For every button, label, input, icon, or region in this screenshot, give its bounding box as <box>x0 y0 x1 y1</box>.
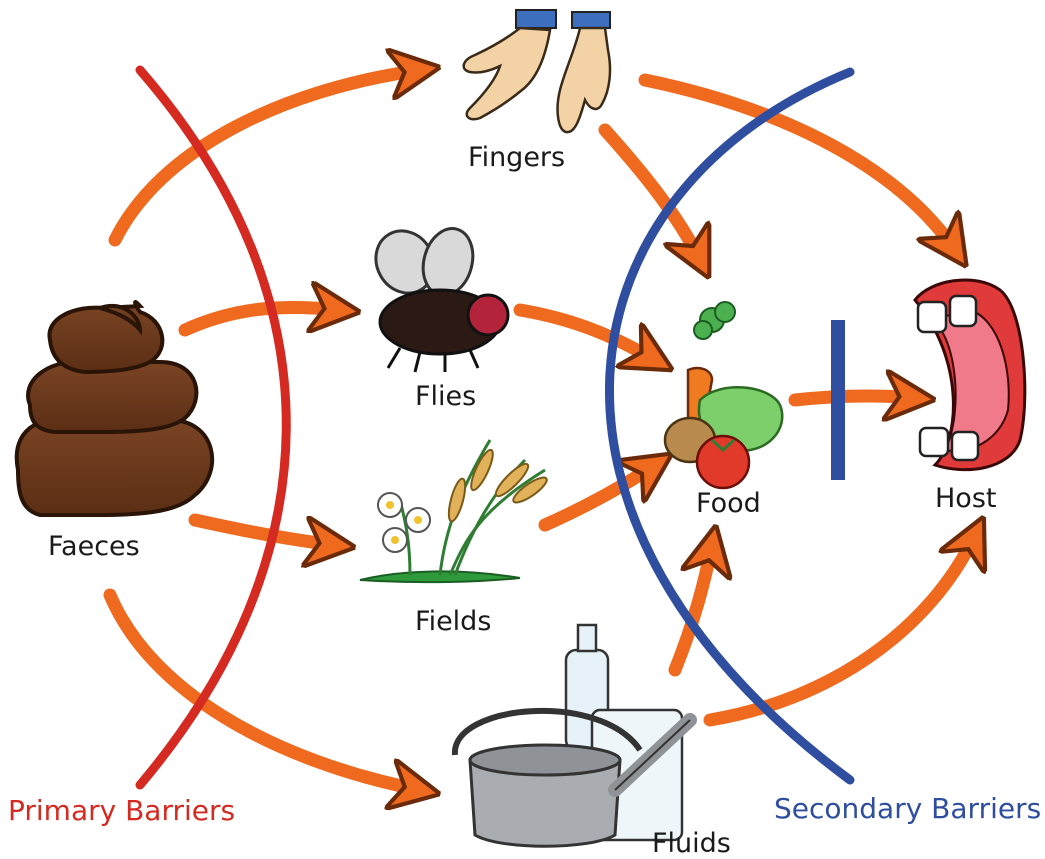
field-plants-icon <box>360 440 550 582</box>
label-fluids: Fluids <box>652 828 731 859</box>
label-primary-barriers: Primary Barriers <box>8 794 235 827</box>
label-secondary-barriers: Secondary Barriers <box>774 792 1041 825</box>
arrow-flies-to-food <box>520 310 655 360</box>
label-faeces: Faeces <box>48 531 140 562</box>
label-host: Host <box>935 483 996 514</box>
label-fingers: Fingers <box>468 142 565 173</box>
arrow-food-to-host <box>795 396 915 400</box>
arrows <box>110 70 975 790</box>
arrow-faeces-to-fields <box>195 520 335 545</box>
vegetables-icon <box>665 302 782 488</box>
arrow-faeces-to-flies <box>185 307 340 330</box>
mouth-icon <box>915 280 1025 470</box>
label-food: Food <box>696 488 761 519</box>
fly-icon <box>365 220 508 372</box>
hands-icon <box>464 10 610 132</box>
arrow-fingers-to-host <box>645 80 955 250</box>
watering-can-icon <box>455 625 690 846</box>
block-bar <box>831 320 845 480</box>
label-flies: Flies <box>415 381 476 412</box>
label-fields: Fields <box>415 606 491 637</box>
arrow-fields-to-food <box>545 465 655 525</box>
